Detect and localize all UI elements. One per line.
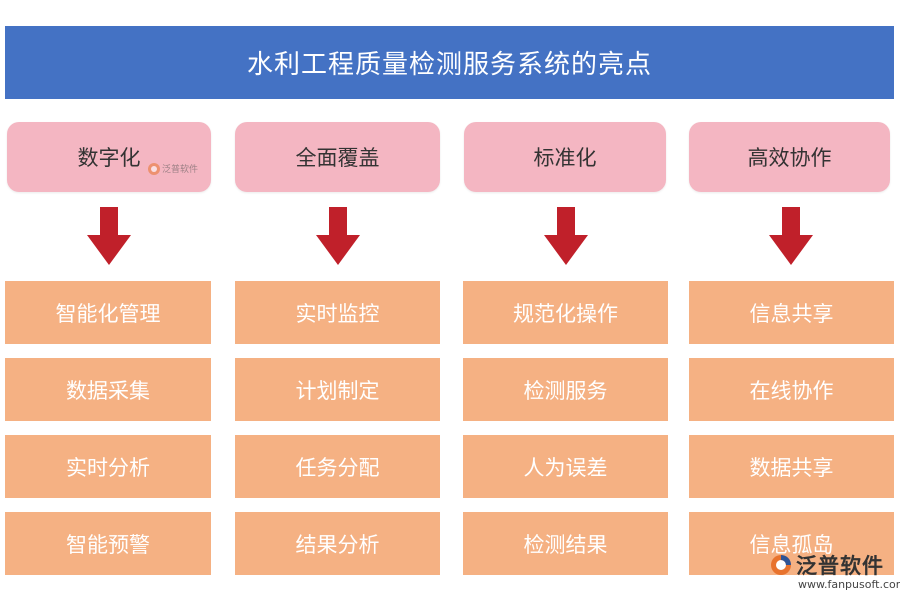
feature-box: 计划制定 <box>235 358 440 421</box>
category-box: 数字化 <box>7 122 211 192</box>
feature-label: 实时分析 <box>66 455 150 480</box>
title-banner: 水利工程质量检测服务系统的亮点 <box>5 26 894 99</box>
category-label: 数字化 <box>77 146 141 170</box>
feature-box: 检测服务 <box>463 358 668 421</box>
category-box: 标准化 <box>464 122 666 192</box>
diagram-title: 水利工程质量检测服务系统的亮点 <box>246 50 652 80</box>
down-arrow-icon <box>544 207 588 265</box>
feature-box: 实时监控 <box>235 281 440 344</box>
feature-label: 智能化管理 <box>55 301 161 326</box>
feature-label: 智能预警 <box>66 532 150 557</box>
down-arrow-icon <box>769 207 813 265</box>
brand-name: 泛普软件 <box>796 554 884 578</box>
feature-box: 检测结果 <box>463 512 668 575</box>
feature-box: 结果分析 <box>235 512 440 575</box>
category-label: 高效协作 <box>747 146 832 170</box>
down-arrow-icon <box>87 207 131 265</box>
brand-url: www.fanpusoft.com <box>798 578 900 591</box>
category-label: 标准化 <box>533 146 597 170</box>
feature-label: 规范化操作 <box>513 301 618 326</box>
feature-box: 任务分配 <box>235 435 440 498</box>
watermark-small-text: 泛普软件 <box>162 165 199 175</box>
feature-box: 信息共享 <box>689 281 894 344</box>
category-box: 全面覆盖 <box>235 122 440 192</box>
feature-label: 任务分配 <box>295 455 380 480</box>
category-box: 高效协作 <box>689 122 890 192</box>
feature-box: 数据采集 <box>5 358 211 421</box>
feature-label: 信息孤岛 <box>749 532 834 557</box>
feature-label: 数据共享 <box>749 455 834 480</box>
feature-label: 计划制定 <box>295 378 380 403</box>
brand-watermark: 泛普软件 www.fanpusoft.com <box>770 550 900 594</box>
feature-box: 在线协作 <box>689 358 894 421</box>
feature-box: 人为误差 <box>463 435 668 498</box>
feature-box: 智能化管理 <box>5 281 211 344</box>
fanpu-logo-icon <box>771 555 791 575</box>
feature-label: 信息共享 <box>749 301 834 326</box>
fanpu-logo-icon <box>148 162 160 175</box>
down-arrow-icon <box>316 207 360 265</box>
feature-box: 实时分析 <box>5 435 211 498</box>
feature-label: 在线协作 <box>749 378 834 403</box>
feature-box: 信息孤岛 <box>689 512 894 575</box>
watermark-small: 泛普软件 <box>148 162 198 175</box>
feature-box: 智能预警 <box>5 512 211 575</box>
feature-label: 数据采集 <box>66 378 150 403</box>
feature-label: 结果分析 <box>295 532 380 557</box>
category-label: 全面覆盖 <box>295 146 380 170</box>
feature-label: 人为误差 <box>523 455 608 480</box>
feature-label: 检测服务 <box>523 378 608 403</box>
feature-label: 实时监控 <box>295 301 380 326</box>
feature-box: 数据共享 <box>689 435 894 498</box>
feature-label: 检测结果 <box>523 532 608 557</box>
feature-box: 规范化操作 <box>463 281 668 344</box>
